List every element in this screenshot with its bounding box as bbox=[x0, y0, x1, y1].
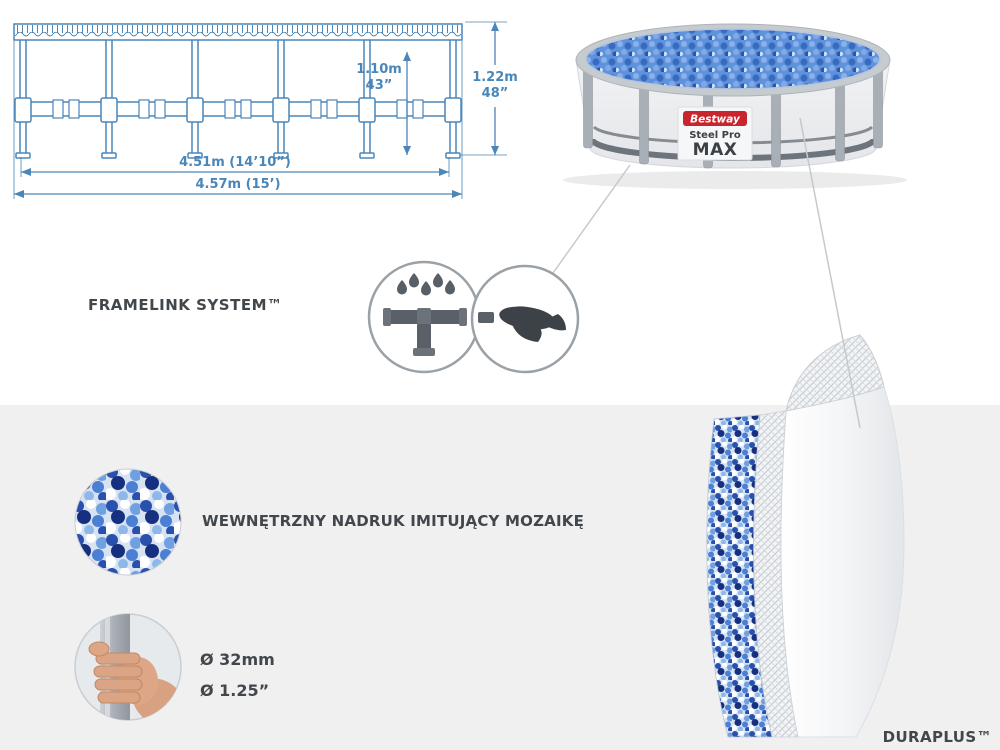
framelink-detail-circles bbox=[367, 260, 580, 374]
wall-layers bbox=[706, 334, 905, 738]
water-drops-icon bbox=[397, 273, 455, 296]
wall-mosaic-layer bbox=[706, 414, 773, 738]
framelink-connector-circle bbox=[470, 264, 580, 374]
pool-water-mosaic-liner bbox=[585, 28, 881, 90]
frame-dimension-diagram: 1.10m 43” 1.22m 48” 4.51m (14’10”) 4.5 bbox=[13, 21, 518, 199]
brand-name-label: Bestway bbox=[690, 114, 741, 126]
bestway-logo-background bbox=[683, 111, 747, 126]
model-name-label: MAX bbox=[693, 140, 738, 160]
mosaic-pattern-circle bbox=[74, 468, 182, 576]
pipe-diameter-caption: Ø 32mm Ø 1.25” bbox=[200, 644, 275, 706]
wall-cross-section bbox=[706, 334, 905, 738]
pool-illustration: Bestway Steel Pro MAX bbox=[563, 23, 907, 189]
band-connectors bbox=[52, 99, 424, 119]
framelink-system-label: FRAMELINK SYSTEM™ bbox=[88, 296, 283, 314]
dimension-frame-height: 1.22m 48” bbox=[461, 21, 518, 156]
frame-height-metric: 1.22m bbox=[472, 70, 518, 85]
pool-brand-plate: Bestway Steel Pro MAX bbox=[677, 106, 753, 161]
frame-grip-thumbnail bbox=[74, 613, 182, 721]
middle-frame-band bbox=[15, 99, 461, 119]
mosaic-print-caption: WEWNĘTRZNY NADRUK IMITUJĄCY MOZAIKĘ bbox=[202, 512, 585, 530]
duraplus-label: DURAPLUS™ bbox=[882, 728, 992, 746]
dimension-water-height: 1.10m 43” bbox=[356, 52, 411, 155]
dimension-outer-diameter: 4.57m (15’) bbox=[13, 41, 463, 199]
framelink-tjoint-circle bbox=[367, 260, 481, 374]
top-rail bbox=[13, 23, 463, 41]
series-name-label: Steel Pro bbox=[689, 130, 741, 141]
outer-diameter-label: 4.57m (15’) bbox=[195, 177, 280, 192]
dimension-inner-diameter: 4.51m (14’10”) bbox=[20, 155, 450, 177]
frame-height-imperial: 48” bbox=[482, 86, 509, 101]
inner-diameter-label: 4.51m (14’10”) bbox=[179, 155, 291, 170]
water-height-metric: 1.10m bbox=[356, 62, 402, 77]
tjoint-pipe-icon bbox=[383, 308, 467, 356]
mosaic-print-thumbnail bbox=[74, 468, 182, 576]
pool-shadow bbox=[563, 171, 907, 189]
water-height-imperial: 43” bbox=[366, 78, 393, 93]
pipe-diameter-imperial: Ø 1.25” bbox=[200, 681, 270, 700]
pipe-diameter-metric: Ø 32mm bbox=[200, 650, 275, 669]
connector-fitting-icon bbox=[478, 306, 566, 342]
frame-legs bbox=[14, 40, 462, 159]
